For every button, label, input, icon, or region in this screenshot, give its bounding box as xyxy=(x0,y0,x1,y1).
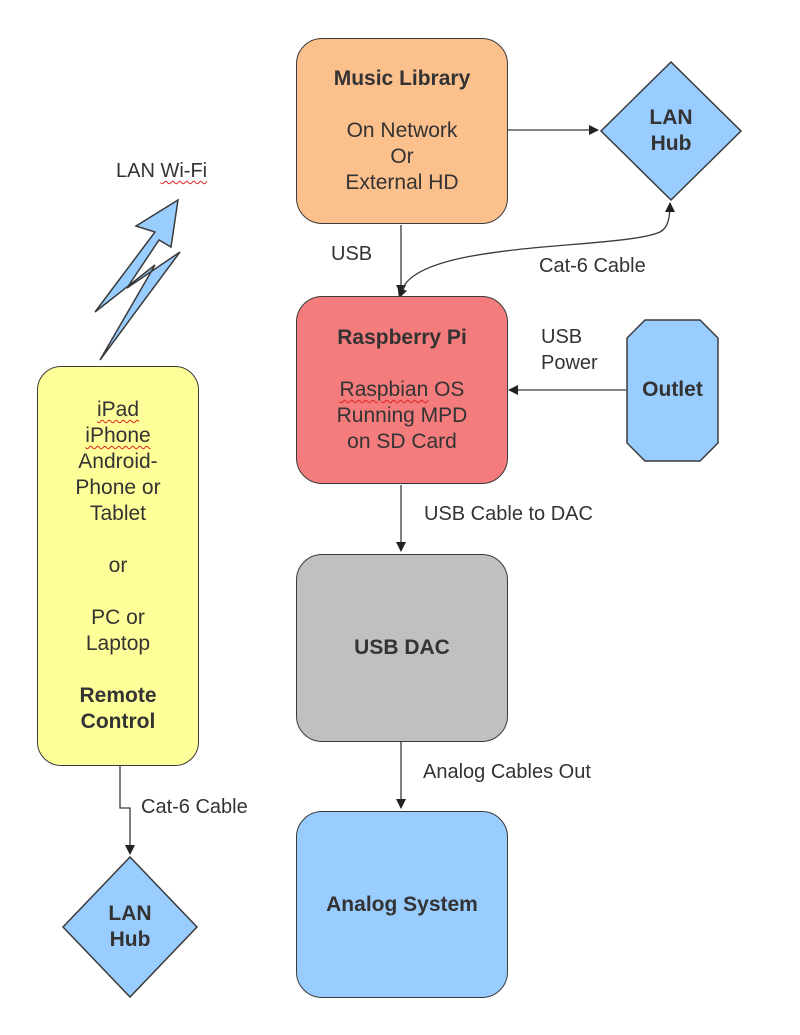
remote-line-tablet: Tablet xyxy=(89,502,147,525)
analog-system-title: Analog System xyxy=(326,892,478,916)
arrow-remote-to-hub xyxy=(119,766,135,855)
lan-hub-top-shape xyxy=(599,60,743,202)
remote-line-or: or xyxy=(108,554,128,577)
cat6-cable-top-label: Cat-6 Cable xyxy=(539,255,646,277)
lan-hub-top-line1: LAN xyxy=(649,106,693,129)
usb-dac-title: USB DAC xyxy=(354,636,450,659)
raspbian-word: Raspbian xyxy=(339,378,429,401)
remote-line-pc-or: PC or xyxy=(91,606,145,629)
analog-system-box: Analog System xyxy=(296,811,508,998)
analog-cables-out-label: Analog Cables Out xyxy=(423,761,591,783)
usb-power-label-2: Power xyxy=(541,352,598,374)
music-library-title: Music Library xyxy=(333,67,471,90)
raspberry-pi-line3: on SD Card xyxy=(347,430,457,453)
remote-line-iphone: iPhone xyxy=(85,424,151,447)
outlet-shape xyxy=(626,319,719,462)
remote-line-phone-or: Phone or xyxy=(75,476,161,499)
arrow-pi-hub-cat6 xyxy=(397,202,675,299)
music-library-line1: On Network xyxy=(346,119,458,142)
lan-hub-bottom-line1: LAN xyxy=(108,902,152,925)
raspberry-pi-line2: Running MPD xyxy=(336,404,468,427)
remote-line-android: Android- xyxy=(78,450,158,473)
remote-title-2: Control xyxy=(80,710,156,733)
remote-title-1: Remote xyxy=(79,684,157,707)
outlet-label: Outlet xyxy=(627,377,718,403)
usb-label: USB xyxy=(331,243,373,265)
lightning-bolt-icon xyxy=(94,198,181,361)
lan-hub-top-label: LAN Hub xyxy=(631,105,711,157)
raspberry-pi-line1: Raspbian OS xyxy=(340,377,465,403)
wifi-label-lan: LAN xyxy=(116,160,161,182)
cat6-cable-bottom-label: Cat-6 Cable xyxy=(141,796,248,818)
remote-control-box: iPad iPhone Android- Phone or Tablet or … xyxy=(37,366,199,766)
wifi-label-wifi: Wi-Fi xyxy=(160,160,208,182)
raspberry-pi-box: Raspberry Pi Raspbian OS Running MPD on … xyxy=(296,296,508,484)
lan-hub-bottom-label: LAN Hub xyxy=(90,901,170,953)
music-library-box: Music Library On Network Or External HD xyxy=(296,38,508,224)
lan-hub-top-line2: Hub xyxy=(650,132,692,155)
usb-cable-to-dac-label: USB Cable to DAC xyxy=(424,503,593,525)
lan-hub-bottom-line2: Hub xyxy=(109,928,151,951)
remote-line-ipad: iPad xyxy=(96,398,140,421)
outlet-title: Outlet xyxy=(642,378,703,401)
raspberry-pi-line1-os: OS xyxy=(428,378,465,401)
music-library-line2: Or xyxy=(390,145,414,168)
usb-power-label-1: USB xyxy=(541,326,583,348)
usb-dac-box: USB DAC xyxy=(296,554,508,742)
lan-hub-bottom-shape xyxy=(61,855,199,999)
raspberry-pi-title: Raspberry Pi xyxy=(337,326,467,349)
remote-line-laptop: Laptop xyxy=(85,632,151,655)
wifi-label: LAN Wi-Fi xyxy=(116,160,207,183)
music-library-line3: External HD xyxy=(345,171,459,194)
